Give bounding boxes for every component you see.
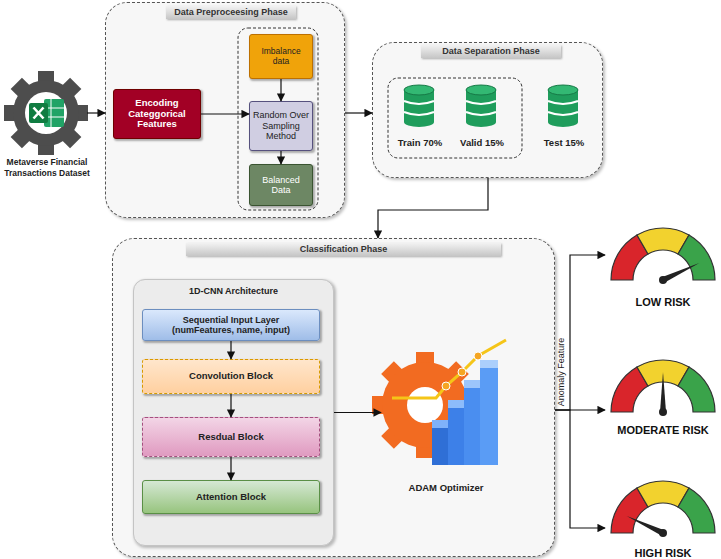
node-label: Balanced Data (250, 175, 312, 196)
gauge-green (678, 235, 715, 280)
dataset-icon: Metaverse Financial Transactions Dataset (5, 72, 87, 154)
process-box: Encoding Categgorical Features (113, 89, 201, 139)
node-label: Random Over Sampling Method (250, 110, 312, 141)
gauge-yellow (637, 228, 689, 254)
layer-box: Convolution Block (142, 359, 320, 394)
phase-title: Classification Phase (186, 243, 501, 256)
gauge-red (611, 235, 648, 280)
flow-arrow (345, 112, 372, 113)
excel-badge (29, 103, 48, 123)
node-label: Attention Block (194, 492, 268, 503)
architecture-box: 1D-CNN ArchitectureSequential Input Laye… (133, 279, 334, 546)
gear-hole (25, 92, 67, 134)
process-box: Imbalance data (249, 34, 313, 79)
gear-tooth (60, 78, 81, 99)
phase-panel: Data Preproceesing PhaseEncoding Categgo… (105, 2, 345, 218)
layer-box: Resdual Block (142, 417, 320, 457)
phase-title: Data Separation Phase (421, 45, 561, 58)
node-label: 1D-CNN Architecture (134, 286, 333, 296)
gear-tooth (11, 78, 32, 99)
flow-arrow (555, 410, 605, 528)
process-box: Balanced Data (249, 164, 313, 206)
phase-panel: Classification Phase 1D-CNN ArchitectureS… (112, 238, 555, 557)
sheet-grid (44, 99, 64, 127)
gear-tooth (11, 127, 32, 148)
node-label: HIGH RISK (605, 547, 721, 559)
process-box: Random Over Sampling Method (249, 101, 313, 151)
phase-title: Data Preproceesing Phase (166, 6, 296, 19)
gauge-hub (659, 529, 667, 537)
gear-tooth (38, 71, 54, 85)
node-label: Metaverse Financial Transactions Dataset (0, 157, 94, 179)
gear-teeth (4, 71, 88, 155)
optimizer-icon: ADAM Optimizer (381, 339, 511, 494)
gear-body (13, 80, 79, 146)
dashed-group-box (238, 28, 318, 210)
gauge-green (678, 367, 715, 412)
gauge-hub (659, 276, 667, 284)
node-label: LOW RISK (605, 296, 721, 308)
gauge-yellow (637, 360, 689, 386)
node-label: Sequential Input Layer (numFeatures, nam… (153, 315, 309, 336)
risk-gauge: MODERATE RISK (605, 352, 721, 436)
gauge-needle (660, 372, 666, 412)
gauge-hub (659, 408, 667, 416)
edge-label: Anomaly Feature (556, 338, 566, 407)
gauge-illustration (611, 360, 715, 416)
node-label: Train 70% (391, 137, 449, 149)
risk-gauge: LOW RISK (605, 220, 721, 308)
gear-tooth (60, 127, 81, 148)
flow-arrow (555, 255, 605, 410)
gear-tooth (38, 141, 54, 155)
node-label: Convolution Block (187, 371, 275, 382)
database-icon: Test 15% (541, 83, 587, 149)
flow-arrow (87, 112, 105, 113)
gear-tooth (4, 105, 18, 121)
risk-gauge: HIGH RISK (605, 475, 721, 559)
node-label: Encoding Categgorical Features (114, 98, 200, 131)
gauge-yellow (637, 481, 689, 507)
database-icon: Valid 15% (459, 83, 505, 149)
gauge-red (611, 367, 648, 412)
node-label: ADAM Optimizer (375, 482, 517, 494)
gauge-illustration (611, 228, 715, 284)
node-label: Imbalance data (250, 47, 312, 67)
node-label: MODERATE RISK (605, 424, 721, 436)
sheet-icon (44, 99, 64, 127)
flow-arrow (555, 409, 605, 410)
phase-panel: Data Separation PhaseTrain 70% Valid 15% T… (372, 42, 603, 178)
excel-mark (34, 108, 44, 119)
node-label: Resdual Block (196, 432, 265, 443)
gauge-needle (662, 263, 700, 283)
flow-arrow (378, 178, 488, 238)
node-label: Valid 15% (453, 137, 511, 149)
gauge-illustration (611, 481, 715, 537)
gear-tooth (74, 105, 88, 121)
layer-box: Attention Block (142, 480, 320, 514)
gear-icon (4, 71, 88, 155)
gauge-green (678, 488, 715, 533)
node-label: Test 15% (535, 137, 593, 149)
database-icon: Train 70% (397, 83, 443, 149)
gauge-needle (627, 516, 665, 536)
layer-box: Sequential Input Layer (numFeatures, nam… (142, 309, 320, 341)
gauge-red (611, 488, 648, 533)
